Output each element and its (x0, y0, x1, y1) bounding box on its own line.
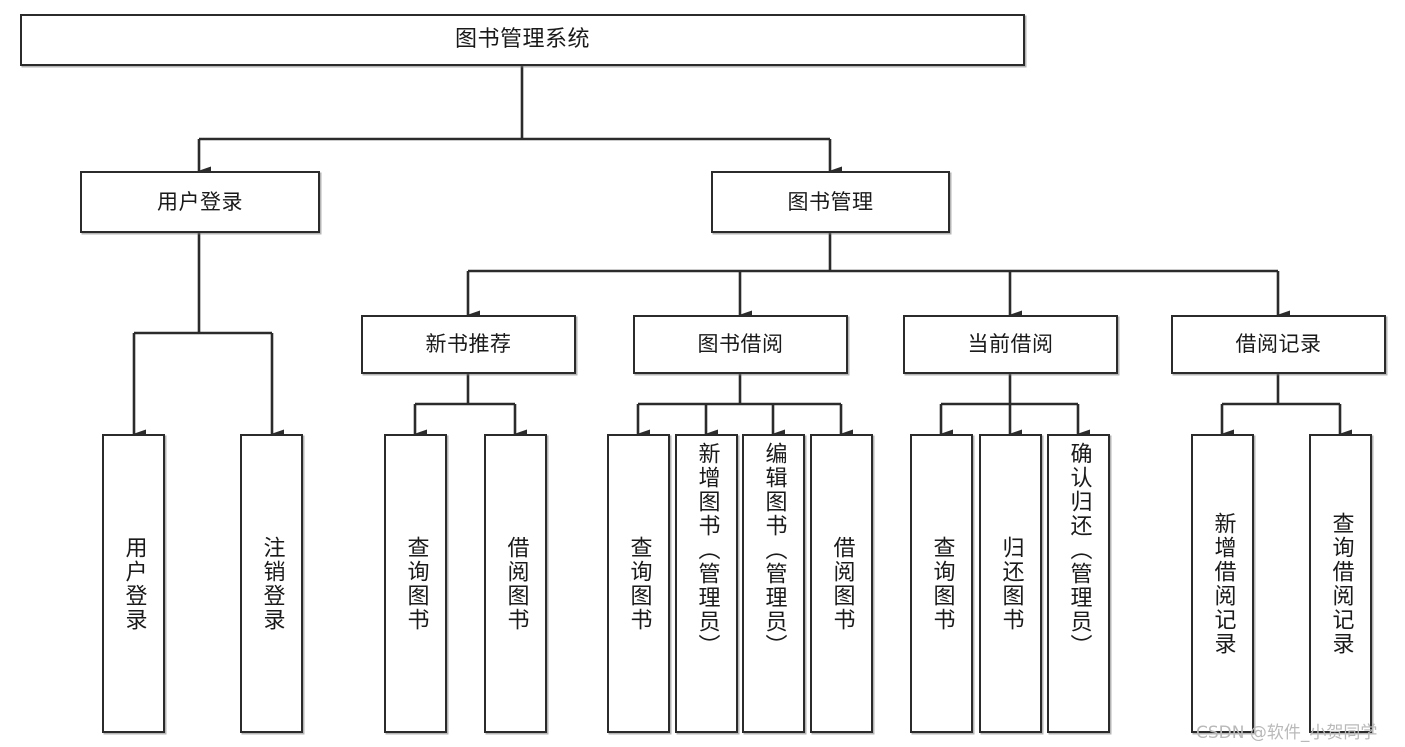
leaf-query-book-3[interactable]: 查询图书 (910, 434, 973, 733)
leaf-query-book-2-label: 查询图书 (626, 535, 652, 632)
leaf-add-record-label: 新增借阅记录 (1210, 511, 1236, 656)
node-user-login-label: 用户登录 (157, 189, 243, 214)
leaf-borrow-book-1[interactable]: 借阅图书 (484, 434, 547, 733)
node-borrow-record-label: 借阅记录 (1235, 332, 1322, 357)
leaf-borrow-book-1-label: 借阅图书 (503, 535, 529, 632)
leaf-user-login[interactable]: 用户登录 (102, 434, 165, 733)
node-root-label: 图书管理系统 (454, 27, 590, 53)
node-root[interactable]: 图书管理系统 (20, 14, 1025, 66)
node-current-borrow[interactable]: 当前借阅 (903, 315, 1118, 374)
leaf-borrow-book-2-label: 借阅图书 (829, 535, 855, 632)
leaf-query-book-3-label: 查询图书 (929, 535, 955, 632)
leaf-add-record[interactable]: 新增借阅记录 (1191, 434, 1254, 733)
leaf-add-book-label: 新增图书（管理员） (694, 442, 720, 658)
node-book-borrow-label: 图书借阅 (697, 332, 784, 357)
leaf-edit-book[interactable]: 编辑图书（管理员） (742, 434, 805, 733)
leaf-return-book[interactable]: 归还图书 (979, 434, 1042, 733)
leaf-return-book-label: 归还图书 (998, 535, 1024, 632)
node-user-login[interactable]: 用户登录 (80, 171, 320, 233)
leaf-user-logout-label: 注销登录 (259, 535, 285, 632)
watermark-text: CSDN @软件_小贺同学 (1196, 723, 1378, 743)
node-new-book-rec[interactable]: 新书推荐 (361, 315, 576, 374)
leaf-edit-book-label: 编辑图书（管理员） (761, 442, 787, 658)
node-current-borrow-label: 当前借阅 (967, 332, 1054, 357)
node-new-book-rec-label: 新书推荐 (425, 332, 512, 357)
leaf-confirm-return[interactable]: 确认归还（管理员） (1047, 434, 1110, 733)
leaf-query-record-label: 查询借阅记录 (1328, 511, 1354, 656)
node-borrow-record[interactable]: 借阅记录 (1171, 315, 1386, 374)
node-book-manage-label: 图书管理 (787, 189, 874, 214)
leaf-query-book-2[interactable]: 查询图书 (607, 434, 670, 733)
node-book-manage[interactable]: 图书管理 (711, 171, 950, 233)
leaf-query-book-1-label: 查询图书 (403, 535, 429, 632)
leaf-user-login-label: 用户登录 (121, 535, 147, 632)
leaf-add-book[interactable]: 新增图书（管理员） (675, 434, 738, 733)
leaf-query-record[interactable]: 查询借阅记录 (1309, 434, 1372, 733)
leaf-borrow-book-2[interactable]: 借阅图书 (810, 434, 873, 733)
leaf-user-logout[interactable]: 注销登录 (240, 434, 303, 733)
leaf-confirm-return-label: 确认归还（管理员） (1066, 442, 1092, 658)
node-book-borrow[interactable]: 图书借阅 (633, 315, 848, 374)
leaf-query-book-1[interactable]: 查询图书 (384, 434, 447, 733)
